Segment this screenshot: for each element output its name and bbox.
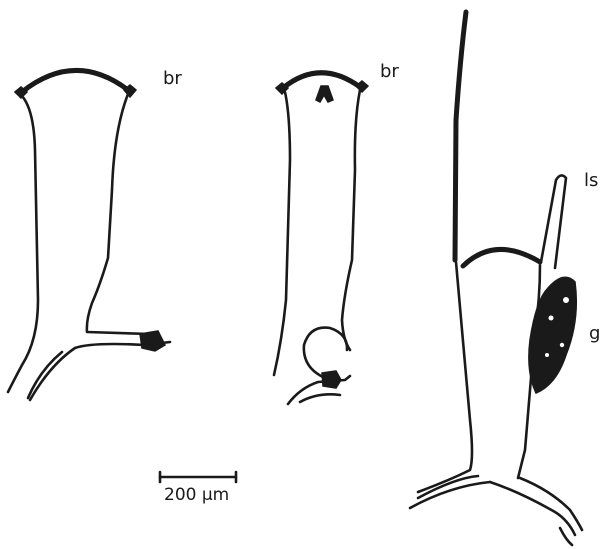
- zooid-middle-bud: [322, 371, 341, 388]
- zooid-right-gonozooid: [529, 277, 576, 393]
- gonozooid-spot-3: [560, 343, 564, 347]
- zooid-middle-wall-left: [274, 92, 290, 375]
- zooid-left-wall-right: [87, 94, 150, 334]
- zooid-right: [410, 12, 582, 545]
- zooid-right-operculum: [463, 249, 540, 266]
- label-ls: ls: [584, 172, 598, 190]
- zooid-right-stolon-right-inner: [520, 478, 582, 530]
- zooid-right-lateral-spine: [541, 175, 566, 268]
- zooid-middle-central-tubercle: [316, 86, 333, 102]
- label-br-middle: br: [380, 63, 399, 81]
- scale-bar: [160, 472, 236, 482]
- zooid-left-bud: [140, 331, 165, 351]
- label-g: g: [589, 325, 600, 343]
- zooid-right-long-spine: [455, 12, 466, 260]
- gonozooid-spot-1: [563, 297, 569, 303]
- zooid-left-operculum: [22, 70, 128, 92]
- zooid-right-wall-left: [418, 262, 472, 492]
- scale-bar-label: 200 µm: [164, 487, 229, 504]
- zooid-right-stolon-right: [490, 482, 575, 535]
- zooid-middle-wall-right: [342, 90, 360, 350]
- zooid-middle: [274, 73, 368, 404]
- zooid-right-stolon-toe: [560, 528, 572, 545]
- zooid-middle-stolon-lower: [300, 394, 340, 402]
- zooid-left: [8, 70, 170, 400]
- zooid-left-stolon: [30, 342, 170, 400]
- zooid-left-wall-left: [8, 96, 38, 392]
- zooid-left-stolon-inner: [28, 352, 62, 398]
- gonozooid-spot-4: [545, 353, 549, 357]
- gonozooid-spot-2: [549, 316, 554, 321]
- label-br-left: br: [163, 70, 182, 88]
